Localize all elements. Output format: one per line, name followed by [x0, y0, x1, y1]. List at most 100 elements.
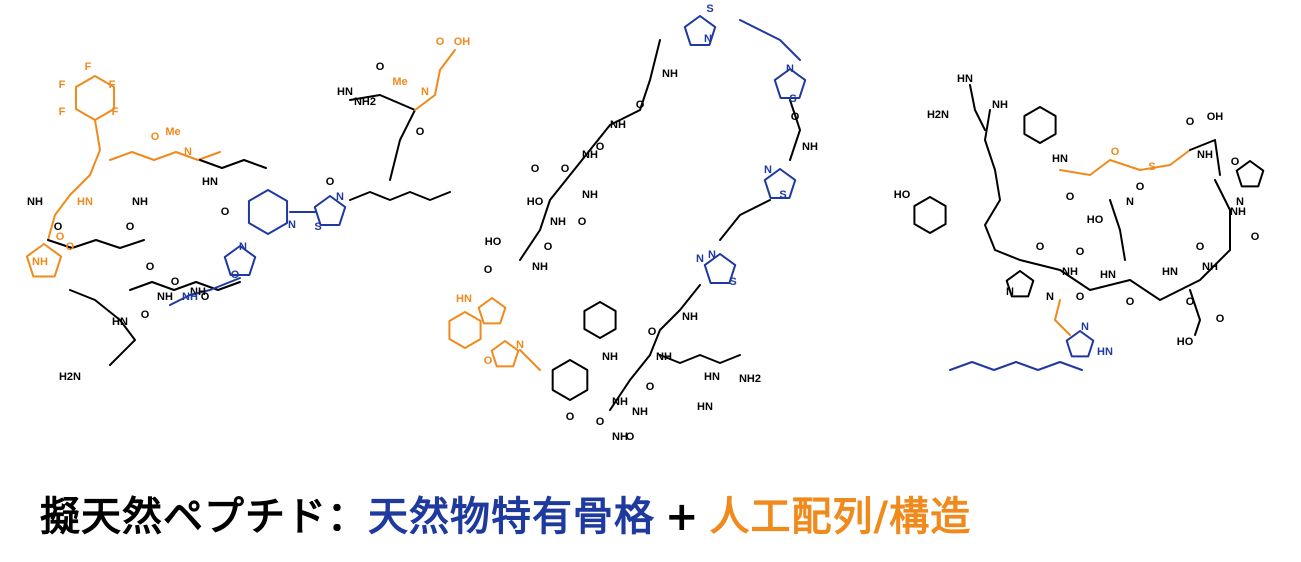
m2-backbone-e — [609, 284, 701, 411]
molecule-2-atom-label: HN — [456, 293, 472, 305]
molecule-1-atom-label: O — [54, 221, 63, 233]
m1-chain-e — [109, 151, 221, 161]
molecule-1-atom-label: O — [141, 309, 150, 321]
molecule-2-atom-label: N — [696, 253, 704, 265]
molecule-2-atom-label: S — [706, 3, 713, 15]
molecule-2-atom-label: HO — [527, 196, 544, 208]
molecule-2-atom-label: O — [596, 141, 605, 153]
m2-backbone-a — [519, 39, 661, 261]
molecule-3-atom-label: O — [1251, 231, 1260, 243]
molecule-3-atom-label: O — [1186, 116, 1195, 128]
molecule-3-atom-label: HO — [894, 189, 911, 201]
molecule-structures: FFFFFMeNOHNONHONHONHOHNONHOHNOONH2OHNOH2… — [25, 3, 1265, 443]
molecule-2-atom-label: O — [531, 163, 540, 175]
molecule-2-atom-label: S — [779, 189, 786, 201]
molecule-1-atom-label: O — [151, 131, 160, 143]
molecule-2-atom-label: N — [704, 33, 712, 45]
molecule-3-atom-label: S — [1148, 161, 1155, 173]
molecule-3-atom-label: H2N — [927, 109, 949, 121]
molecule-1-atom-label: O — [66, 241, 75, 253]
molecule-2-atom-label: O — [484, 355, 493, 367]
molecule-1-atom-label: HN — [77, 196, 93, 208]
molecule-1-atom-label: O — [221, 206, 230, 218]
molecule-2-atom-label: NH — [610, 119, 626, 131]
m3-backbone-a — [984, 109, 1021, 261]
pro-ring-2 — [1235, 160, 1265, 188]
molecule-2-atom-label: O — [484, 264, 493, 276]
molecule-3-atom-label: HN — [1097, 346, 1113, 358]
molecule-3-atom-label: NH — [1197, 149, 1213, 161]
molecule-3-atom-label: NH — [1230, 206, 1246, 218]
m3-backbone-b — [1019, 179, 1231, 301]
molecule-2-atom-label: N — [516, 339, 524, 351]
molecule-2-atom-label: O — [596, 416, 605, 428]
molecule-2-atom-label: HN — [704, 371, 720, 383]
molecule-1-atom-label: Me — [165, 126, 180, 138]
molecule-1-atom-label: H2N — [59, 371, 81, 383]
m1-chain-a — [47, 119, 101, 241]
molecule-2-atom-label: N — [708, 249, 716, 261]
caption: 擬天然ペプチド：天然物特有骨格+人工配列/構造 — [40, 482, 971, 552]
oxazole-ring — [223, 245, 257, 276]
molecule-2-atom-label: NH — [532, 261, 548, 273]
thiazole-ring — [313, 195, 347, 226]
molecule-3-atom-label: O — [1196, 241, 1205, 253]
molecule-1-atom-label: NH — [132, 196, 148, 208]
thiazoline-ring-2 — [773, 68, 807, 99]
molecule-2-atom-label: O — [791, 111, 800, 123]
m2-backbone-b — [739, 19, 801, 61]
molecule-1-atom-label: NH — [157, 291, 173, 303]
molecule-1-atom-label: F — [59, 79, 66, 91]
molecule-2-atom-label: NH — [612, 431, 628, 443]
molecule-1-atom-label: S — [314, 221, 321, 233]
molecule-1-atom-label: O — [231, 269, 240, 281]
molecule-2-atom-label: NH — [802, 141, 818, 153]
m3-glu-chain-2 — [1189, 289, 1201, 336]
molecule-1-atom-label: NH — [190, 286, 206, 298]
benzamide-ring — [551, 359, 589, 401]
molecule-1-atom-label: O — [416, 126, 425, 138]
molecule-3-atom-label: HO — [1177, 336, 1194, 348]
m2-backbone-c — [789, 99, 801, 161]
m1-chain-g — [349, 191, 451, 201]
caption-plus: + — [665, 494, 700, 540]
molecule-3-atom-label: N — [1236, 196, 1244, 208]
molecule-1-atom-label: O — [436, 36, 445, 48]
molecule-3-atom-label: NH — [1202, 261, 1218, 273]
tyr-ring — [913, 196, 947, 234]
molecule-3-atom-label: HN — [1052, 153, 1068, 165]
molecule-1-atom-label: OH — [454, 36, 471, 48]
m3-glu-chain — [1109, 199, 1126, 261]
molecule-3-atom-label: N — [1081, 321, 1089, 333]
oxazole-ring — [490, 340, 520, 368]
molecule-3-atom-label: O — [1186, 296, 1195, 308]
pentafluorophenyl-ring — [74, 75, 116, 121]
molecule-3-atom-label: HN — [1162, 266, 1178, 278]
molecule-2-atom-label: NH — [612, 396, 628, 408]
molecule-1-atom-label: N — [239, 241, 247, 253]
molecule-3-atom-label: O — [1136, 181, 1145, 193]
molecule-2-atom-label: O — [561, 163, 570, 175]
molecule-2-atom-label: S — [789, 93, 796, 105]
molecule-1-atom-label: HN — [112, 316, 128, 328]
molecule-2-atom-label: S — [729, 276, 736, 288]
m1-chain-d — [129, 281, 241, 291]
molecule-2-atom-label: N — [786, 63, 794, 75]
molecule-2-atom-label: NH — [582, 189, 598, 201]
molecule-3-atom-label: O — [1216, 313, 1225, 325]
m2-arg-chain — [659, 354, 741, 364]
phenyl-ring — [583, 301, 617, 339]
molecule-2-atom-label: O — [544, 241, 553, 253]
molecule-3-atom-label: O — [1036, 241, 1045, 253]
molecule-3-atom-label: N — [1126, 196, 1134, 208]
m3-methyl — [1054, 299, 1071, 336]
thiazoline-ring-4 — [703, 253, 737, 284]
m3-geranyl — [949, 361, 1083, 371]
molecule-3-atom-label: O — [1231, 156, 1240, 168]
molecule-1-atom-label: N — [336, 191, 344, 203]
molecule-1-atom-label: N — [184, 146, 192, 158]
molecule-2-atom-label: HO — [485, 236, 502, 248]
molecule-2-atom-label: NH2 — [739, 373, 761, 385]
m1-chain-c — [69, 289, 136, 366]
